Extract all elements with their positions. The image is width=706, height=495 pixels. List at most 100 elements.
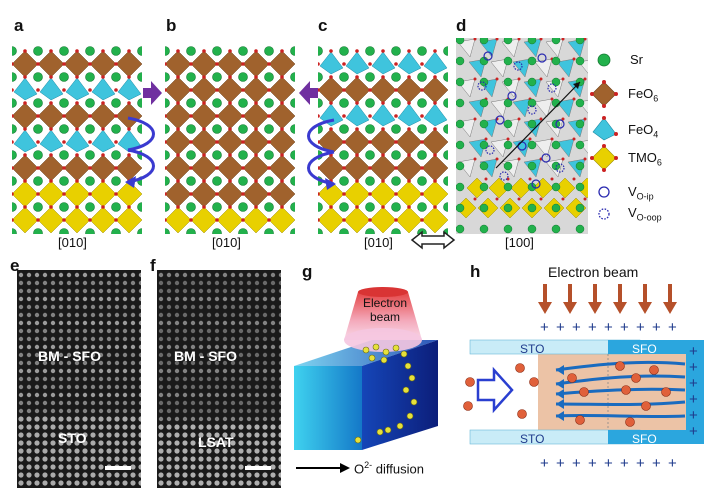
atomic-column — [34, 456, 40, 462]
polyhedron — [556, 98, 575, 118]
sr-atom — [503, 140, 513, 150]
oxygen-atom — [101, 75, 105, 79]
atomic-column — [18, 408, 24, 414]
atomic-column — [66, 352, 72, 358]
atomic-column — [106, 320, 112, 326]
sr-atom — [551, 38, 561, 45]
atomic-column — [166, 360, 172, 366]
polyhedron — [13, 77, 38, 101]
oxygen-atom — [267, 62, 271, 66]
atomic-column — [138, 320, 141, 326]
atomic-column — [90, 392, 96, 398]
atomic-column — [206, 392, 212, 398]
oxygen-atom — [433, 179, 437, 183]
atomic-column — [206, 312, 212, 318]
atomic-column — [254, 416, 260, 422]
sr-atom — [551, 56, 561, 66]
atomic-column — [90, 400, 96, 406]
oxygen-atom — [189, 88, 193, 92]
atomic-column — [66, 304, 72, 310]
oxygen-ion — [372, 343, 380, 351]
sr-atom — [212, 98, 222, 108]
oxygen-atom — [254, 179, 258, 183]
atomic-column — [42, 400, 48, 406]
oxygen-ion — [408, 374, 416, 382]
atomic-column — [206, 320, 212, 326]
atomic-column — [34, 440, 40, 446]
atomic-column — [106, 368, 112, 374]
atomic-column — [182, 392, 188, 398]
positive-charge: + — [636, 455, 645, 472]
sr-atom — [186, 98, 196, 108]
atomic-column — [174, 368, 180, 374]
atomic-column — [122, 304, 128, 310]
atomic-column — [206, 440, 212, 446]
atomic-column — [246, 328, 252, 334]
atomic-column — [278, 352, 281, 358]
polyhedron — [343, 206, 371, 234]
atomic-column — [58, 376, 64, 382]
sr-atom — [503, 77, 513, 87]
atomic-column — [246, 416, 252, 422]
block-side-face — [362, 340, 438, 450]
atomic-column — [278, 344, 281, 350]
oxygen-atom — [165, 218, 167, 222]
oxygen-ion — [354, 436, 362, 444]
atomic-column — [214, 336, 220, 342]
atomic-column — [82, 376, 88, 382]
polyhedron — [63, 206, 91, 234]
atomic-column — [238, 400, 244, 406]
sr-atom — [165, 228, 170, 234]
oxygen-atom — [394, 192, 398, 196]
oxygen-atom — [355, 127, 359, 131]
oxygen-atom — [355, 75, 359, 79]
atomic-column — [18, 400, 24, 406]
sr-atom — [33, 72, 43, 82]
atomic-column — [190, 320, 196, 326]
atomic-column — [238, 464, 244, 470]
atomic-column — [238, 272, 244, 278]
atomic-column — [34, 280, 40, 286]
oxygen-atom — [473, 38, 477, 41]
oxygen-atom — [318, 62, 320, 66]
atomic-column — [58, 304, 64, 310]
sr-atom — [456, 56, 465, 66]
oxygen-atom — [420, 192, 424, 196]
atomic-column — [74, 320, 80, 326]
atomic-column — [74, 384, 80, 390]
sr-atom — [111, 46, 121, 56]
oxygen-atom — [101, 179, 105, 183]
sr-atom — [12, 202, 17, 212]
atomic-column — [222, 432, 228, 438]
sr-atom — [165, 98, 170, 108]
polyhedron — [91, 77, 116, 101]
sr-atom — [111, 176, 121, 186]
atomic-column — [90, 336, 96, 342]
oxygen-atom — [433, 101, 437, 105]
oxygen-atom — [202, 153, 206, 157]
oxygen-atom — [572, 177, 576, 181]
atomic-column — [214, 296, 220, 302]
atomic-column — [66, 272, 72, 278]
atomic-column — [246, 360, 252, 366]
atomic-column — [90, 288, 96, 294]
sr-atom — [479, 140, 489, 150]
oxygen-atom — [267, 88, 271, 92]
atomic-column — [222, 392, 228, 398]
atomic-column — [26, 288, 32, 294]
polyhedron — [115, 206, 142, 234]
atomic-column — [222, 352, 228, 358]
oxygen-atom — [267, 192, 271, 196]
atomic-column — [50, 480, 56, 486]
atomic-column — [82, 352, 88, 358]
oxygen-atom — [561, 38, 565, 41]
atomic-column — [238, 304, 244, 310]
atomic-column — [98, 280, 104, 286]
atomic-column — [98, 408, 104, 414]
atomic-column — [278, 440, 281, 446]
atomic-column — [190, 464, 196, 470]
oxygen-vacancy-sphere — [625, 417, 635, 427]
sr-atom — [339, 150, 349, 160]
oxygen-atom — [506, 137, 510, 141]
sr-atom — [264, 228, 274, 234]
